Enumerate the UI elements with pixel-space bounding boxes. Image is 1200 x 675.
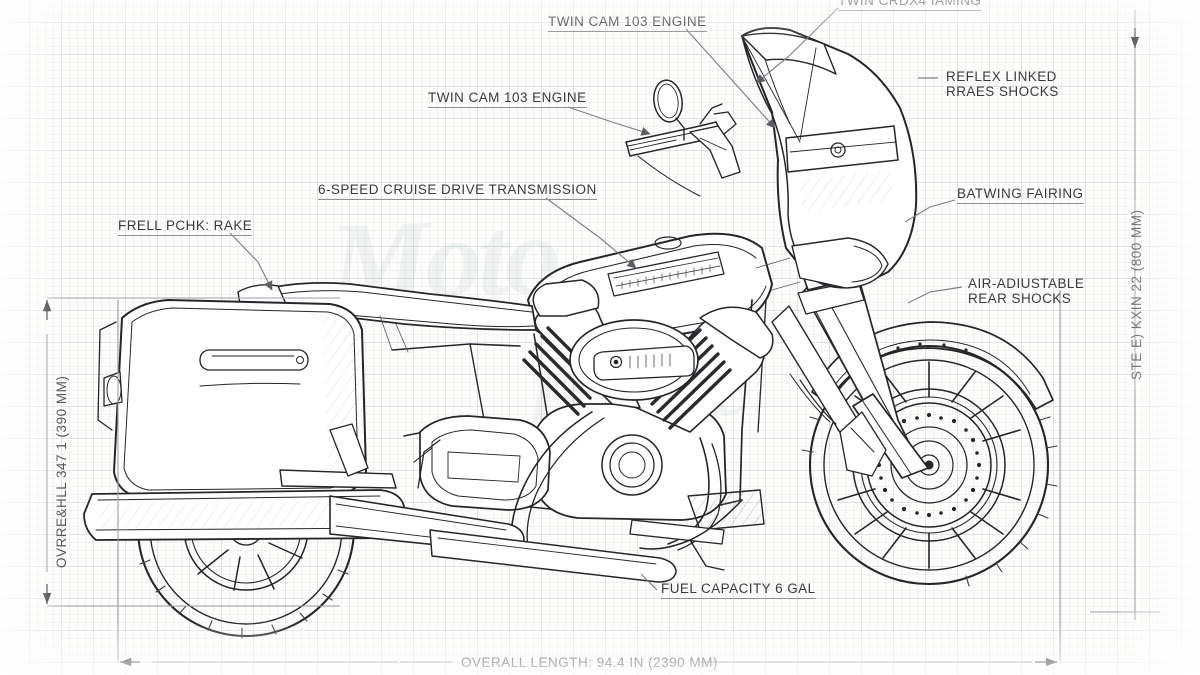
callout-label-text: 6-SPEED CRUISE DRIVE TRANSMISSION (318, 182, 597, 197)
callout-twin-cam-engine-top: TWIN CAM 103 ENGINE (548, 14, 707, 32)
dimension-seat-height-label: STE E) KXIN 22 (800 MM) (1129, 209, 1144, 380)
callout-label-text: TWIN CAM 103 ENGINE (428, 90, 587, 105)
callout-batwing-fairing: BATWING FAIRING (957, 186, 1084, 204)
callout-fuel-capacity: FUEL CAPACITY 6 GAL (661, 581, 816, 599)
callout-label-text: BATWING FAIRING (957, 186, 1084, 201)
callout-six-speed-transmission: 6-SPEED CRUISE DRIVE TRANSMISSION (318, 182, 597, 200)
callout-label-text: TWIN CRDX4 IAMING (838, 0, 982, 8)
callout-twin-cam-engine-left: TWIN CAM 103 ENGINE (428, 90, 587, 108)
callout-air-adjustable-rear-shocks: AIR-ADIUSTABLE REAR SHOCKS (968, 276, 1084, 306)
dimension-overall-length-label: OVERALL LENGTH: 94.4 IN (2390 MM) (461, 655, 718, 670)
callout-label-text-line2: RRAES SHOCKS (946, 84, 1059, 99)
callout-label-text: FUEL CAPACITY 6 GAL (661, 581, 816, 596)
callout-label-text-line2: REAR SHOCKS (968, 291, 1072, 306)
callout-label-text: REFLEX LINKED (946, 69, 1057, 84)
callout-label-text: FRELL PCHK: RAKE (118, 218, 253, 233)
callout-front-fork-rake: FRELL PCHK: RAKE (118, 218, 253, 236)
dimension-overall-height-label: OVRRE&HLL 347 1 (390 MM) (54, 375, 69, 568)
callout-twin-crown-fairing: TWIN CRDX4 IAMING (838, 0, 982, 11)
callout-reflex-linked-brakes: REFLEX LINKED RRAES SHOCKS (946, 69, 1059, 99)
callout-label-text: TWIN CAM 103 ENGINE (548, 14, 707, 29)
callout-label-text: AIR-ADIUSTABLE (968, 276, 1085, 291)
